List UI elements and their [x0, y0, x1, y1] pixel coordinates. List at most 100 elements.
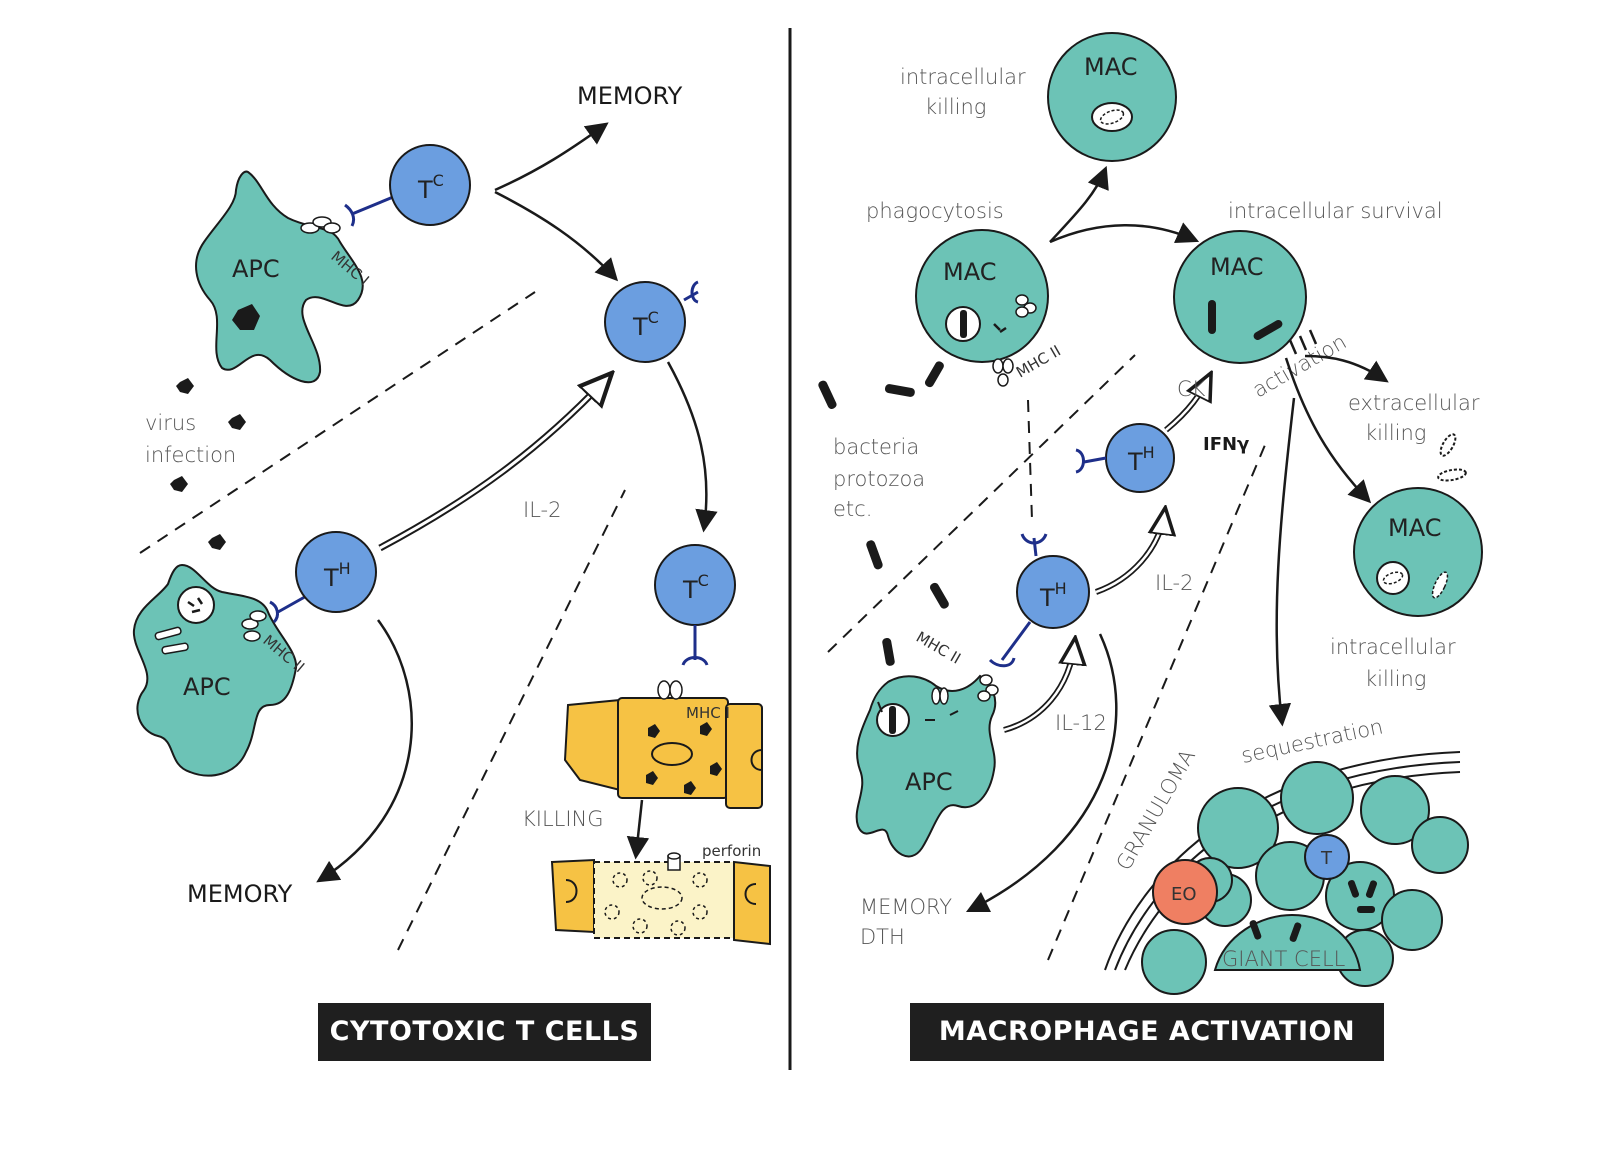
tc-cell-middle [604, 281, 686, 363]
bacteria [818, 361, 949, 666]
apc-label: APC [905, 768, 953, 796]
il2-arrow [1095, 510, 1165, 594]
virus-particle [232, 304, 260, 330]
dashed-divider [139, 291, 536, 554]
memory-label-bottom: MEMORY [187, 880, 293, 908]
memory-label: MEMORY [860, 895, 952, 919]
right-panel: MAC intracellular killing phagocytosis M… [818, 32, 1483, 995]
apc-cell-bottom [132, 563, 298, 777]
tcr-receptor [1075, 448, 1107, 474]
arrow-to-mac-killing [1284, 357, 1372, 504]
killing-label: KILLING [522, 807, 604, 831]
bacteria-label: bacteria [833, 435, 919, 459]
perforin-label: perforin [702, 842, 761, 860]
ic-killing-label: intracellular [1330, 635, 1456, 659]
t-label: T [1320, 848, 1333, 869]
target-cells [563, 680, 763, 809]
ic-survival-label: intracellular survival [1228, 199, 1443, 223]
arrow-to-memory [494, 122, 609, 192]
th-label: TH [323, 559, 351, 592]
il2-arrow [378, 372, 613, 552]
virus-label: virus [145, 411, 196, 435]
eo-label: EO [1171, 884, 1197, 905]
ic-killing-label: killing [1365, 667, 1426, 691]
extracellular-label: extracellular [1348, 391, 1480, 415]
left-panel-title: CYTOTOXIC T CELLS [318, 1003, 651, 1061]
killed-bacteria [1437, 433, 1467, 482]
arrow-to-tc-mid [494, 190, 619, 282]
mhc-ii-complex [931, 674, 999, 705]
phagosome [177, 586, 215, 624]
arrow-to-tc-bottom [666, 361, 718, 533]
arrow-to-sequestration [1268, 397, 1296, 727]
il2-label: IL-2 [523, 498, 561, 522]
etc-label: etc. [833, 497, 872, 521]
mhc-ii-complex [1015, 294, 1037, 318]
arrow-to-survival [1049, 222, 1200, 244]
tc-label: TC [682, 571, 709, 604]
ck-label: CK [1177, 377, 1206, 401]
mac-cell-phagocytosis [915, 229, 1049, 363]
mac-cell-killing [1353, 487, 1483, 617]
mhc-ii-label: MHC II [913, 628, 964, 668]
phagosome [1091, 102, 1133, 132]
arrow-to-killing [1049, 165, 1109, 243]
mac-cell-top [1047, 32, 1177, 162]
dashed-link [1027, 399, 1033, 521]
mhc-ii-complex [992, 358, 1014, 387]
tcr-receptor [1020, 533, 1048, 557]
th-cell-central [1016, 555, 1090, 629]
tcr-receptor [344, 193, 399, 227]
tc-cell-top [389, 144, 471, 226]
mac-label: MAC [1210, 253, 1263, 281]
arrow-to-killed-cell [626, 799, 650, 860]
tcr-receptor [683, 280, 699, 304]
dth-label: DTH [860, 925, 905, 949]
mac-label: MAC [943, 258, 996, 286]
sequestration-label: sequestration [1239, 714, 1385, 767]
extracellular-label: killing [1365, 421, 1426, 445]
virus-fragments [187, 597, 204, 614]
memory-label-top: MEMORY [577, 82, 683, 110]
mhc-i-label: MHC I [686, 704, 730, 722]
dashed-divider [827, 354, 1136, 653]
tcr-receptor [988, 621, 1032, 668]
il12-label: IL-12 [1055, 711, 1107, 735]
killed-target-cell [550, 852, 771, 946]
mhc-ii-complex [241, 610, 267, 642]
arrow-to-memory [316, 619, 413, 883]
tc-label: TC [417, 171, 444, 204]
mac-cell-survival [1173, 230, 1307, 364]
mac-label: MAC [1084, 53, 1137, 81]
giant-cell-label: GIANT CELL [1222, 947, 1346, 971]
apc-cell-top [195, 170, 364, 384]
receptors [1288, 329, 1318, 355]
virus-particles [170, 378, 246, 550]
th-cell [295, 531, 377, 613]
granuloma-label: GRANULOMA [1112, 745, 1201, 874]
arrow-to-memory-dth [965, 633, 1118, 913]
ck-arrow [1165, 375, 1210, 431]
fragments [154, 626, 189, 655]
mhc-i-complex [300, 216, 341, 234]
arrow-to-extracellular [1304, 354, 1389, 383]
mac-label: MAC [1388, 514, 1441, 542]
left-panel: APC MHC I TC MEMORY TC virus infection [132, 82, 771, 951]
infection-label: infection [145, 443, 236, 467]
tcr-receptor [681, 625, 709, 666]
phagocytosis-label: phagocytosis [866, 199, 1004, 223]
th-label: TH [1039, 579, 1067, 612]
il2-label: IL-2 [1155, 571, 1193, 595]
right-panel-title: MACROPHAGE ACTIVATION [910, 1003, 1384, 1061]
il12-arrow [1003, 640, 1075, 732]
ifn-label: IFNγ [1203, 434, 1249, 455]
dashed-divider [397, 489, 626, 951]
apc-label: APC [183, 673, 231, 701]
dashed-divider [1047, 444, 1266, 961]
tc-label: TC [632, 308, 659, 341]
th-label: TH [1127, 443, 1155, 476]
ic-killing-label: killing [925, 95, 986, 119]
ic-killing-label: intracellular [900, 65, 1026, 89]
apc-label: APC [232, 255, 280, 283]
